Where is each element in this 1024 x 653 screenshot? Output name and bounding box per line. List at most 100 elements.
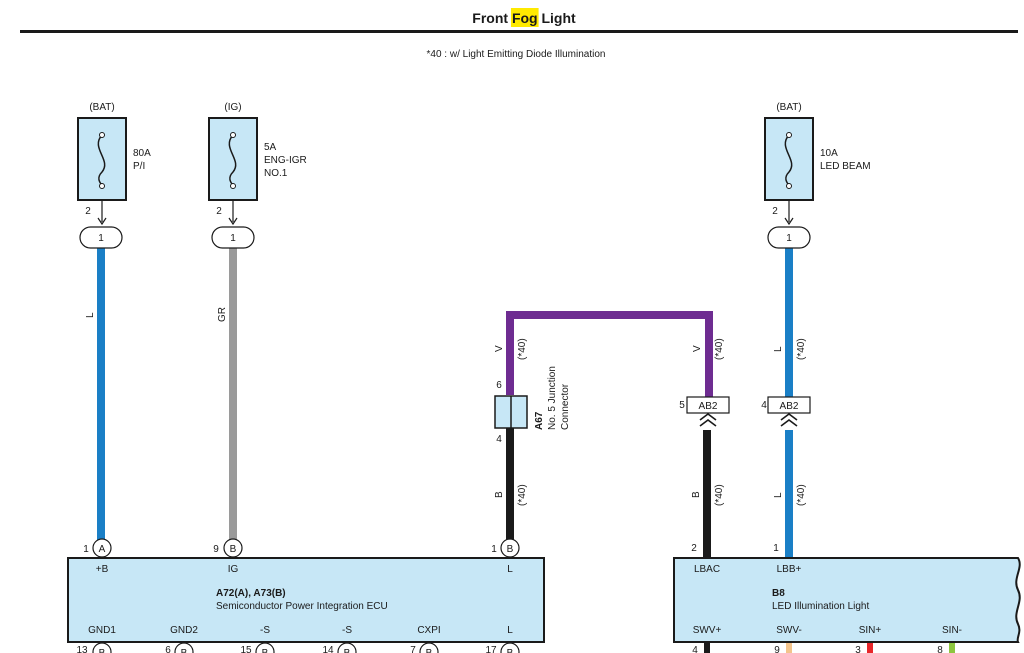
wire-label-l-lower: L [773, 492, 784, 498]
led-bottom-label: SIN- [942, 625, 962, 636]
diagram-subtitle: *40 : w/ Light Emitting Diode Illuminati… [427, 49, 606, 60]
junction-oval [767, 226, 811, 249]
ecu-bottom-label: -S [342, 625, 352, 636]
junction-pin: 1 [98, 233, 104, 244]
fuse-terminal-icon [786, 132, 792, 138]
ecu-name: Semiconductor Power Integration ECU [216, 601, 388, 612]
ecu-bottom-pin-conn: B [99, 648, 106, 653]
ecu-bottom-label: GND1 [88, 625, 116, 636]
connector-code: A67 [534, 411, 545, 430]
ecu-bottom-pin-conn: B [262, 648, 269, 653]
led-pin-label: LBAC [694, 564, 720, 575]
junction-oval [211, 226, 255, 249]
ecu-pin-num: 9 [213, 544, 219, 555]
fuse-ig-eng-igr: (IG) 5A ENG-IGR NO.1 2 1 [208, 102, 307, 249]
wire-label-b-right: B [691, 491, 702, 498]
ab2-label: AB2 [780, 401, 799, 412]
fuse-source: (BAT) [89, 102, 114, 113]
wire-label-v-left: V [494, 345, 505, 352]
ecu-bottom-pin-conn: B [181, 648, 188, 653]
ecu-bottom-label: -S [260, 625, 270, 636]
ecu-pin-conn: B [230, 544, 237, 555]
connector-pin-bottom: 4 [496, 434, 502, 445]
ecu-bottom-pin-num: 13 [76, 645, 88, 653]
fuse-name: LED BEAM [820, 161, 871, 172]
ecu-bottom-pin-circle [337, 642, 357, 653]
fuse-rating: 80A [133, 148, 151, 159]
led-bottom-pin: 4 [692, 645, 698, 653]
fuse-source: (IG) [224, 102, 241, 113]
wire-note-l-lower: (*40) [796, 484, 807, 506]
ecu-bottom-pin-circle [500, 642, 520, 653]
fuse-rating: 10A [820, 148, 838, 159]
fuse-terminal-icon [99, 183, 105, 189]
ecu-pin-circle [223, 538, 243, 558]
ab2-pin: 5 [679, 400, 685, 411]
ecu-bottom-pin-num: 7 [410, 645, 416, 653]
led-box [673, 557, 1021, 643]
ecu-bottom-pin-circle [255, 642, 275, 653]
wire-label-gr: GR [217, 307, 228, 322]
led-bottom-pin: 8 [937, 645, 943, 653]
ecu-a72-a73: 1 A +B 9 B IG 1 B L A72(A), A73(B) Semic… [67, 538, 545, 653]
led-bottom-label: SIN+ [859, 625, 882, 636]
ab2-pin: 4 [761, 400, 767, 411]
chevron-up-icon [699, 413, 717, 427]
fuse-rating: 5A [264, 142, 277, 153]
fuse-bat-pi: (BAT) 80A P/I 2 1 [77, 102, 151, 249]
connector-ab2-left: 5 AB2 [679, 396, 730, 427]
fuse-pin: 2 [772, 206, 778, 217]
fuse-terminal-icon [99, 132, 105, 138]
led-pin-label: LBB+ [777, 564, 802, 575]
fuse-pin: 2 [216, 206, 222, 217]
connector-name: No. 5 Junction [547, 366, 558, 430]
title-rule [20, 30, 1018, 33]
ecu-bottom-pin-circle [174, 642, 194, 653]
wires [97, 248, 955, 653]
ecu-bottom-pin-circle [92, 642, 112, 653]
ecu-pin-label: IG [228, 564, 239, 575]
wire-note-v-right: (*40) [714, 338, 725, 360]
fuse-name: ENG-IGR [264, 155, 307, 166]
fuse-terminal-icon [230, 183, 236, 189]
diagram-title: Front Fog Light [472, 10, 576, 26]
ecu-pin-label: L [507, 564, 513, 575]
connector-ab2-right: 4 AB2 [761, 396, 811, 427]
fuse-name-line2: NO.1 [264, 168, 288, 179]
wire-note-b-right: (*40) [714, 484, 725, 506]
ecu-bottom-pin-conn: B [507, 648, 514, 653]
connector-name-line2: Connector [560, 383, 571, 430]
junction-pin: 1 [230, 233, 236, 244]
ecu-bottom-pin-conn: B [344, 648, 351, 653]
led-pin-num: 2 [691, 543, 697, 554]
ecu-bottom-pin-num: 6 [165, 645, 171, 653]
ecu-pin-num: 1 [83, 544, 89, 555]
arrow-down-icon [228, 217, 238, 226]
ecu-bottom-label: CXPI [417, 625, 440, 636]
arrow-down-icon [784, 217, 794, 226]
fuse-pin: 2 [85, 206, 91, 217]
wire-label-v-right: V [692, 345, 703, 352]
led-name: LED Illumination Light [772, 601, 869, 612]
fuse-terminal-icon [230, 132, 236, 138]
ecu-pin-label: +B [96, 564, 109, 575]
fuse-source: (BAT) [776, 102, 801, 113]
ecu-bottom-pin-num: 17 [485, 645, 497, 653]
fuse-bat-led-beam: (BAT) 10A LED BEAM 2 1 [764, 102, 871, 249]
wire-labels: L GR V (*40) V (*40) L (*40) B (*40) B (… [85, 307, 807, 506]
led-pin-num: 1 [773, 543, 779, 554]
chevron-up-icon [780, 413, 798, 427]
ecu-pin-conn: A [99, 544, 106, 555]
ecu-pin-num: 1 [491, 544, 497, 555]
ecu-bottom-label: GND2 [170, 625, 198, 636]
led-bottom-label: SWV+ [693, 625, 722, 636]
wire-note-b-left: (*40) [517, 484, 528, 506]
wire-label-l-upper: L [773, 346, 784, 352]
led-bottom-label: SWV- [776, 625, 802, 636]
led-illumination-light-b8: 2 LBAC 1 LBB+ B8 LED Illumination Light … [673, 543, 1021, 653]
fuse-terminal-icon [786, 183, 792, 189]
ecu-bottom-pin-num: 15 [240, 645, 252, 653]
junction-pin: 1 [786, 233, 792, 244]
ecu-pin-circle [92, 538, 112, 558]
